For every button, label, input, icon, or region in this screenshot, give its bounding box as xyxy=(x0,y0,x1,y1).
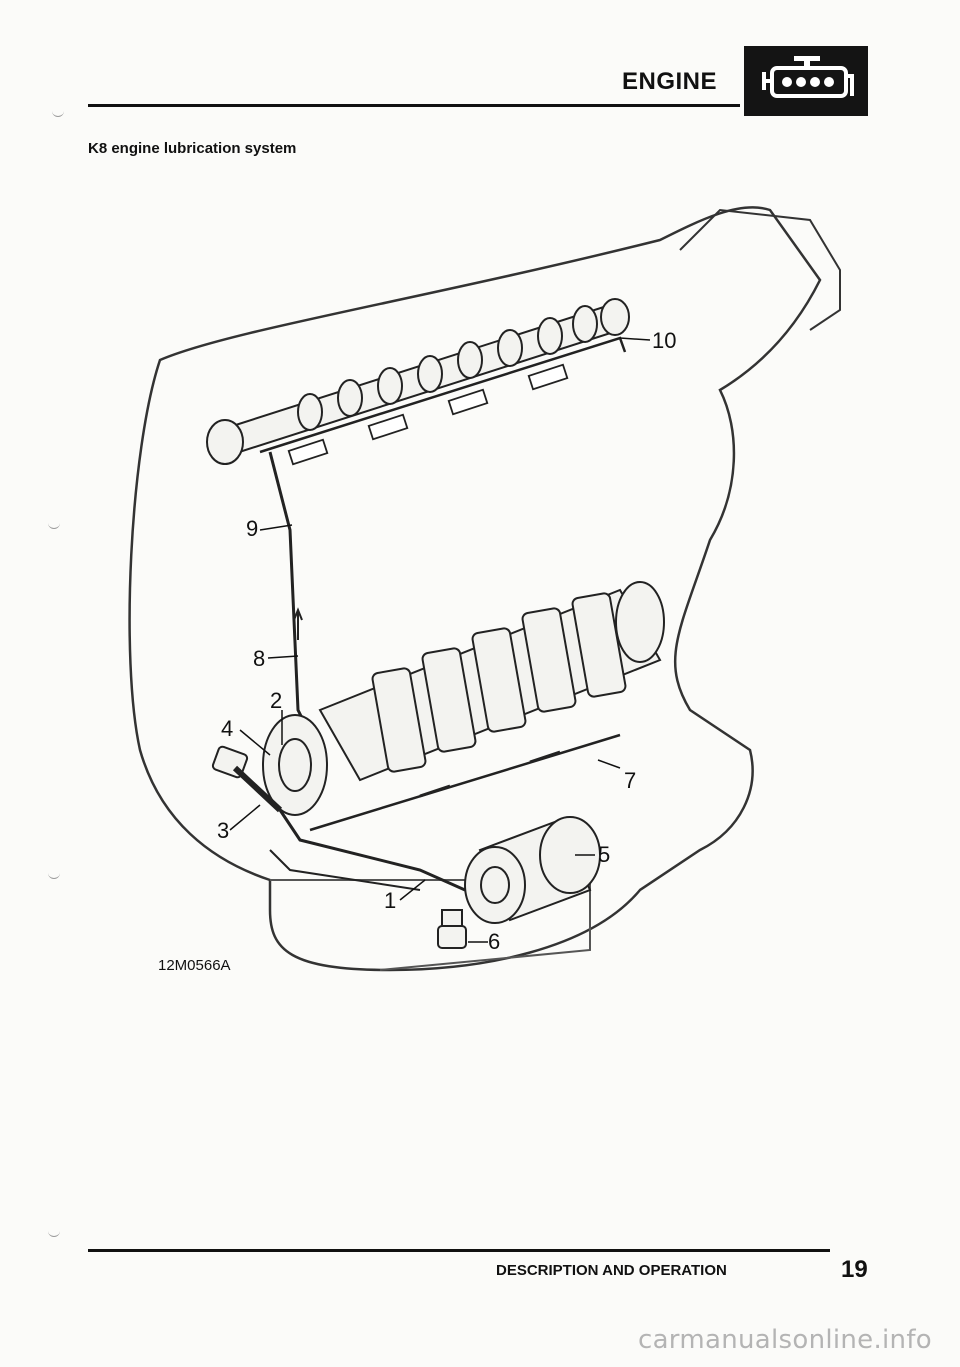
margin-mark xyxy=(48,870,60,879)
callout-10: 10 xyxy=(652,328,677,353)
page-number: 19 xyxy=(841,1256,868,1283)
footer-section-title: DESCRIPTION AND OPERATION xyxy=(496,1262,727,1279)
callout-6: 6 xyxy=(488,929,501,954)
section-heading: K8 engine lubrication system xyxy=(88,140,297,157)
callout-7: 7 xyxy=(624,768,637,793)
callout-5: 5 xyxy=(598,842,611,867)
watermark: carmanualsonline.info xyxy=(637,1325,932,1355)
callout-8: 8 xyxy=(253,646,266,671)
margin-mark xyxy=(48,520,60,529)
engine-icon xyxy=(744,46,868,116)
margin-mark xyxy=(52,108,64,117)
callout-4: 4 xyxy=(221,716,234,741)
callout-9: 9 xyxy=(246,516,259,541)
callout-2: 2 xyxy=(270,688,283,713)
engine-lubrication-diagram: 1 2 3 4 5 6 7 8 9 10 xyxy=(120,190,880,990)
header-rule xyxy=(88,104,740,107)
callout-1: 1 xyxy=(384,888,397,913)
callout-3: 3 xyxy=(217,818,230,843)
margin-mark xyxy=(48,1228,60,1237)
footer-rule xyxy=(88,1249,830,1252)
header-title: ENGINE xyxy=(622,68,718,95)
figure-code: 12M0566A xyxy=(158,957,231,974)
